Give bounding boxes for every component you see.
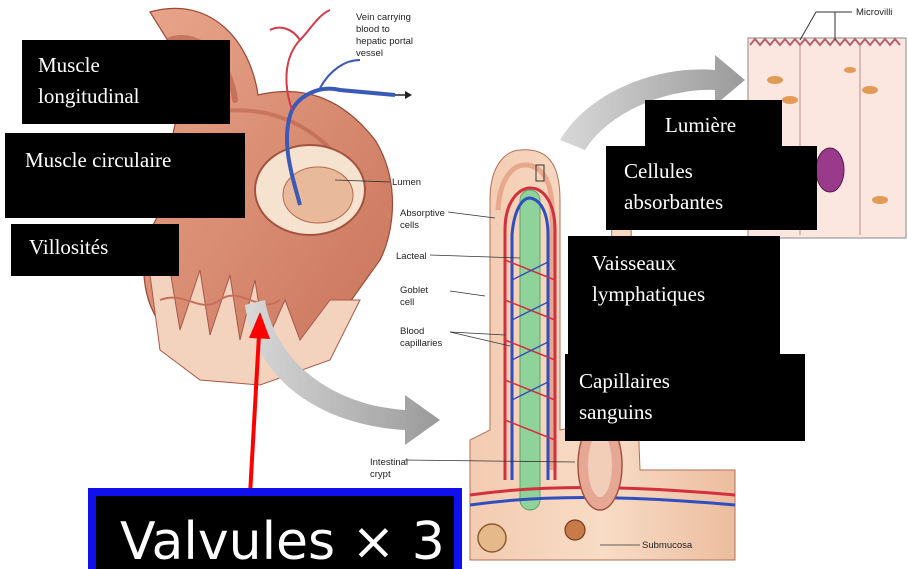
- valvules-callout: Valvules × 3: [88, 488, 462, 569]
- label-villosites: Villosités: [11, 224, 179, 276]
- lacteal-label: Lacteal: [396, 251, 427, 262]
- lumen-label: Lumen: [392, 177, 421, 188]
- intestinal-crypt-label: Intestinal crypt: [370, 457, 411, 480]
- absorptive-cells-label: Absorptive cells: [400, 208, 448, 231]
- submucosa-label: Submucosa: [642, 540, 693, 551]
- label-vaisseaux-lymphatiques: Vaisseaux lymphatiques: [568, 236, 780, 354]
- label-muscle-longitudinal: Muscle longitudinal: [22, 40, 230, 124]
- blood-capillaries-label: Blood capillaries: [400, 326, 442, 349]
- microvilli-label: Microvilli: [856, 7, 892, 18]
- label-lumiere: Lumière: [645, 100, 782, 152]
- label-cellules-absorbantes: Cellules absorbantes: [606, 146, 817, 230]
- label-capillaires-sanguins: Capillaires sanguins: [565, 354, 805, 441]
- vein-label: Vein carrying blood to hepatic portal ve…: [356, 12, 416, 59]
- label-muscle-circulaire: Muscle circulaire: [5, 133, 245, 218]
- goblet-cell-label: Goblet cell: [400, 285, 431, 308]
- valvules-callout-text: Valvules × 3: [120, 512, 445, 569]
